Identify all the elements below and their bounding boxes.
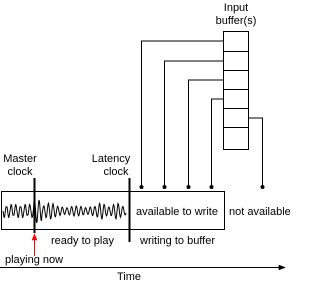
available-to-write-label: available to write [136,206,218,218]
connector-line [164,60,224,187]
input-buffers-label-line1: Input [224,2,248,14]
master-clock-label-line2: clock [7,166,33,178]
master-clock-label-line1: Master [3,153,37,165]
latency-clock-label-line2: clock [103,166,129,178]
ready-to-play-label: ready to play [51,235,114,247]
writing-to-buffer-label: writing to buffer [139,235,215,247]
connector-line [211,98,224,187]
input-buffer-stack [223,31,249,150]
connector-dot [186,185,191,189]
latency-diagram: Input buffer(s) Master clock Latency clo… [0,2,290,283]
input-buffers-label-line2: buffer(s) [216,15,257,27]
connector-dots [139,185,265,189]
connector-dot [209,185,214,189]
connector-line [141,40,224,187]
diagram-canvas: Input buffer(s) Master clock Latency clo… [0,2,290,283]
buffer-connectors [141,40,263,187]
latency-clock-label-line1: Latency [92,153,131,165]
playing-now-label: playing now [5,254,63,266]
timeline-buffer-box [1,191,225,230]
connector-line [188,79,224,187]
audio-waveform [2,198,127,224]
connector-dot [260,185,265,189]
connector-dot [139,185,144,189]
time-axis-label: Time [117,271,141,283]
buffer-stack-outline [223,31,249,150]
connector-dot [162,185,167,189]
connector-line [248,117,263,187]
not-available-label: not available [229,206,290,218]
